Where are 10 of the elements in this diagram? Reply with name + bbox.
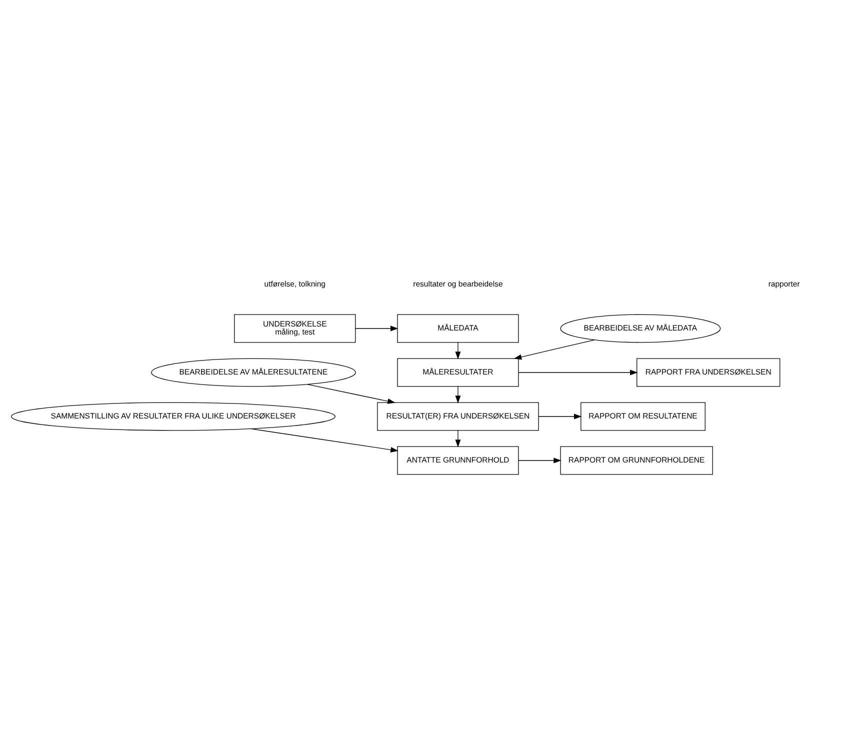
arrow bbox=[455, 386, 461, 403]
arrow bbox=[538, 413, 582, 419]
arrow bbox=[518, 369, 638, 375]
arrow bbox=[514, 339, 595, 360]
arrow bbox=[455, 430, 461, 447]
arrow bbox=[518, 457, 562, 463]
arrow bbox=[250, 428, 398, 452]
arrow bbox=[355, 325, 398, 331]
arrow bbox=[455, 342, 461, 359]
arrow bbox=[306, 384, 396, 404]
